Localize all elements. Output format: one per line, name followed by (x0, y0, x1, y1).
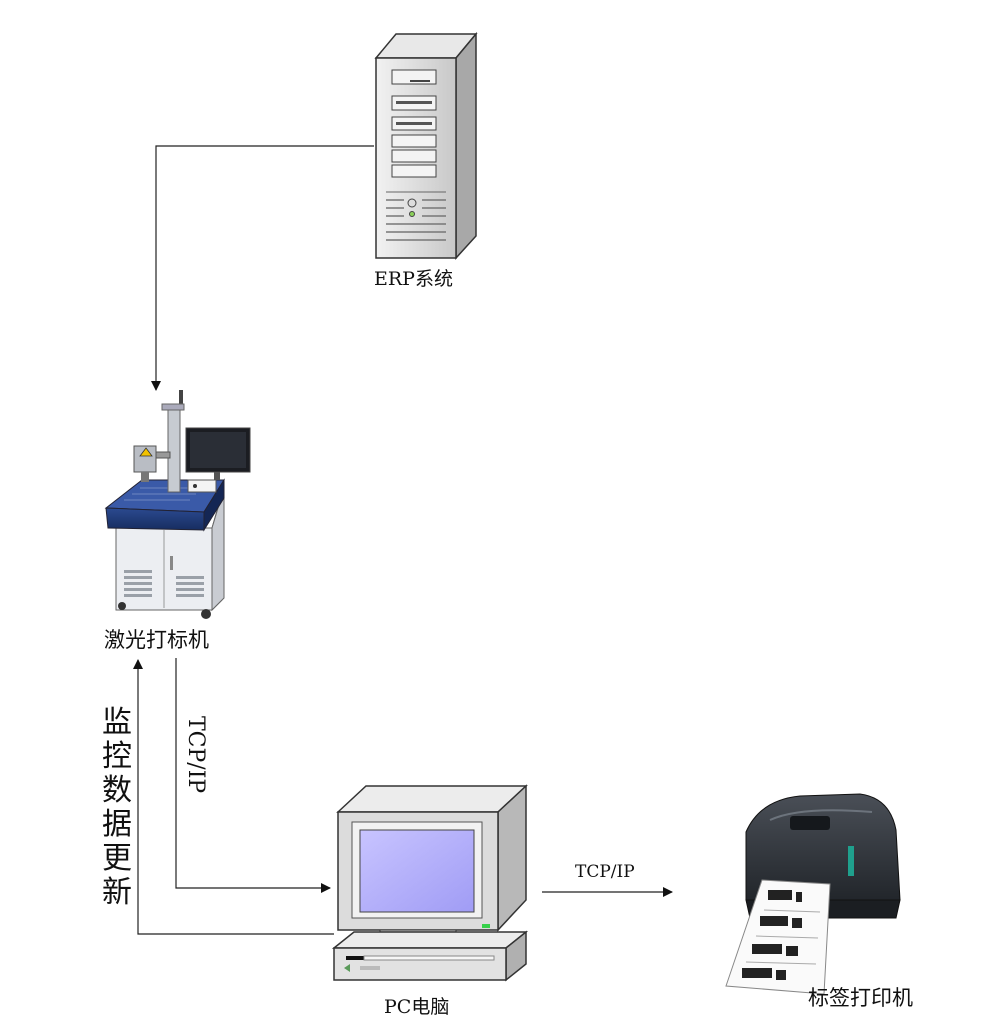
tcpip-horizontal-label: TCP/IP (575, 862, 635, 882)
connector-erp-to-laser (151, 145, 374, 391)
connector-pc-to-laser (133, 659, 334, 935)
monitor-update-label: 监控数据更新 (102, 705, 132, 910)
laser-label: 激光打标机 (104, 628, 209, 652)
erp-label: ERP系统 (374, 268, 453, 290)
erp-server-icon (374, 31, 478, 260)
label-printer-icon (725, 793, 901, 995)
laser-marker-icon (104, 390, 251, 619)
pc-label: PC电脑 (384, 996, 450, 1018)
tcpip-vertical-label: TCP/IP (183, 716, 208, 794)
pc-computer-icon (331, 784, 529, 982)
connector-laser-to-pc (175, 658, 331, 893)
printer-label: 标签打印机 (808, 986, 913, 1010)
